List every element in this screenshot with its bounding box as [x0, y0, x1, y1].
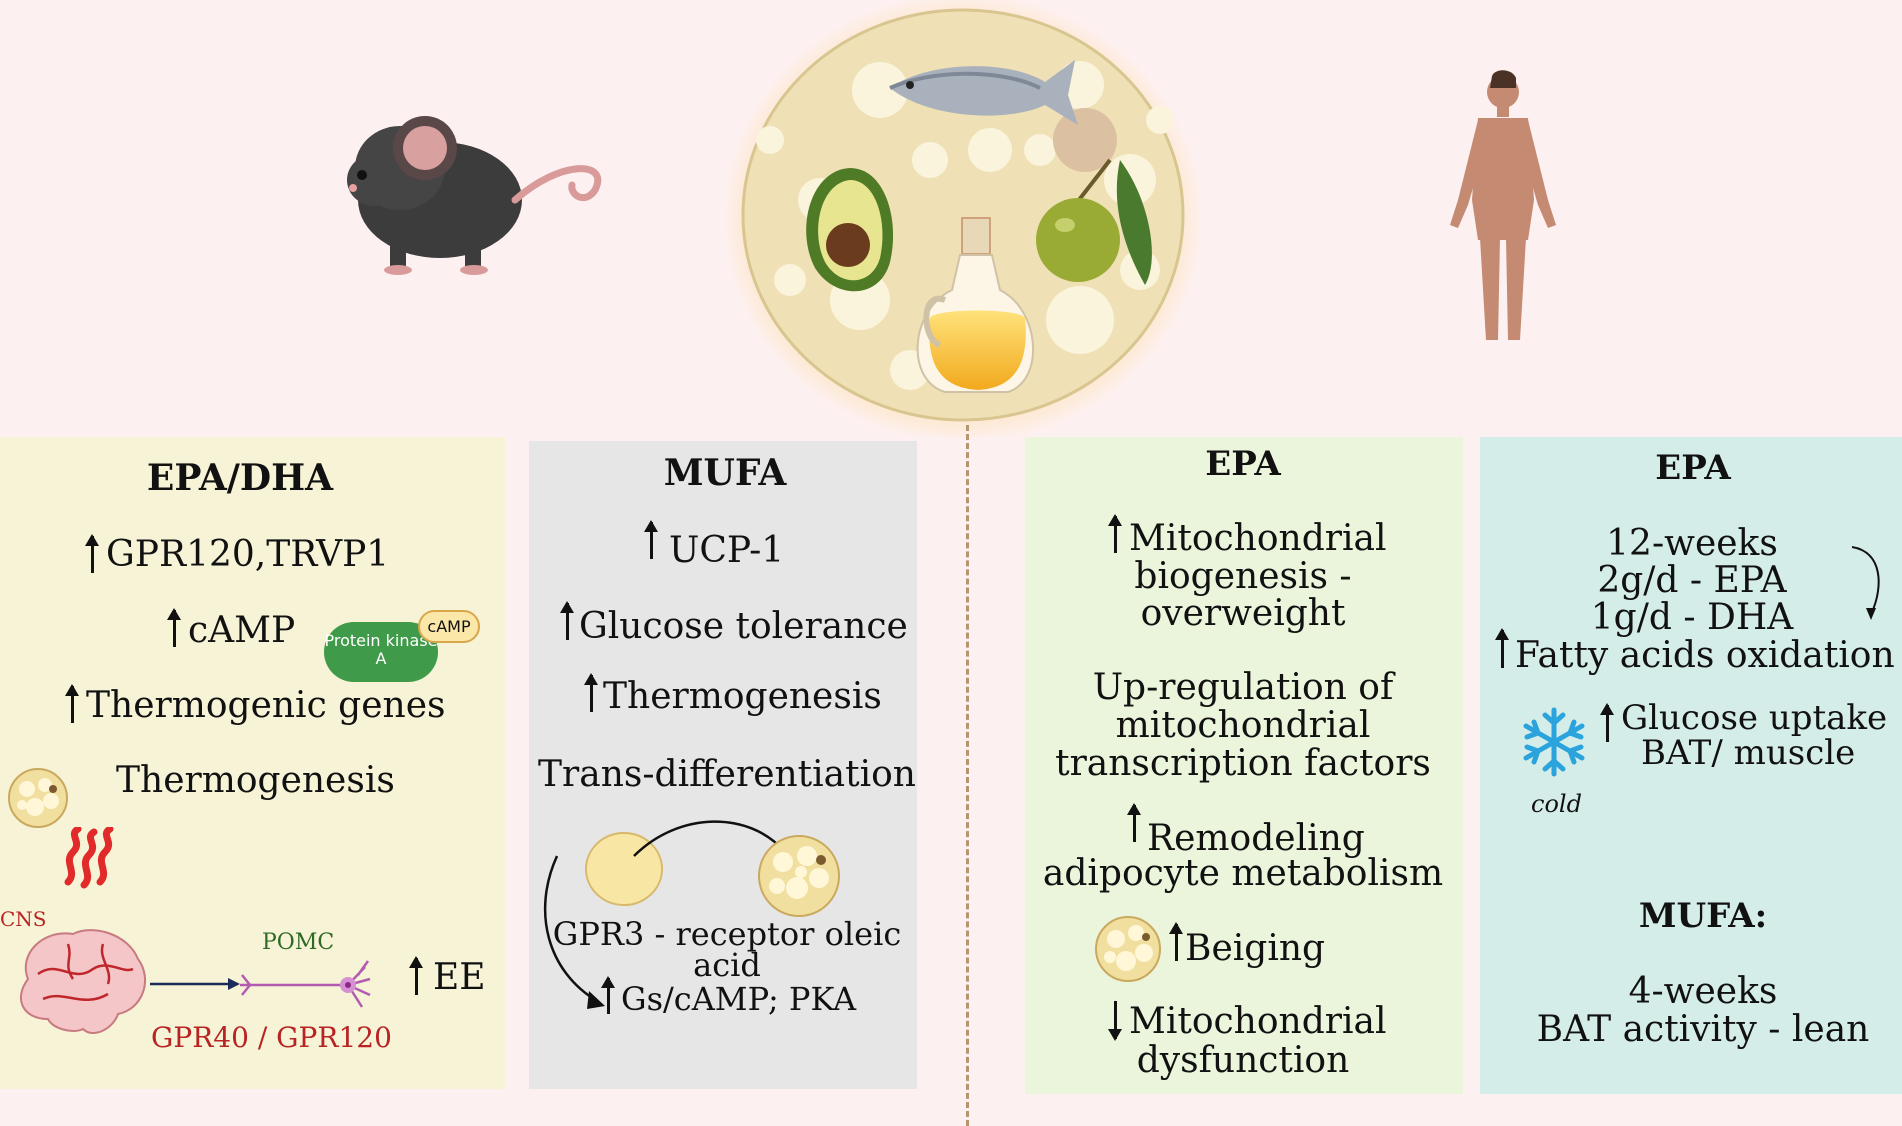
remodeling-line1: Remodeling [1147, 818, 1365, 859]
cns-label: CNS [0, 907, 47, 931]
brain-icon [19, 929, 147, 1034]
up-arrow-icon [560, 601, 574, 640]
glucose-uptake-line1: Glucose uptake [1621, 698, 1888, 738]
heat-waves-icon [64, 827, 114, 889]
protein-kinase-a-label: Protein kinase A [324, 631, 438, 669]
human-icon [1450, 70, 1556, 340]
mufa-title: MUFA: [1638, 896, 1768, 936]
up-arrow-icon [85, 534, 99, 573]
olive-icon [1036, 158, 1152, 285]
top-illustrations [347, 0, 1556, 437]
up-arrow-icon [167, 608, 181, 647]
protein-kinase-a-badge: Protein kinase A [324, 622, 438, 682]
cold-label: cold [1531, 790, 1582, 818]
up-arrow-icon [1600, 703, 1614, 742]
ucp1-label: UCP-1 [669, 530, 785, 571]
up-arrow-icon [1495, 628, 1509, 668]
mito-biogenesis-line2: biogenesis - [1134, 556, 1352, 597]
remodeling-line2: adipocyte metabolism [1042, 853, 1444, 894]
mufa-bat-label: BAT activity - lean [1536, 1009, 1870, 1050]
upregulation-line2: mitochondrial [1115, 705, 1371, 746]
glucose-uptake-line2: BAT/ muscle [1641, 733, 1856, 773]
thermogenesis-label: Thermogenesis [116, 760, 395, 801]
curved-arrow-icon [1851, 546, 1880, 620]
panel-epa-dha: EPA/DHA GPR120,TRVP1 cAMP Protein kinase… [0, 437, 505, 1089]
upregulation-line1: Up-regulation of [1092, 667, 1394, 708]
panel-epa-title: EPA [1205, 444, 1281, 484]
up-arrow-icon [1127, 803, 1141, 842]
mito-biogenesis-line3: overweight [1140, 593, 1346, 634]
upregulation-line3: transcription factors [1055, 743, 1431, 784]
white-adipocyte-icon [585, 832, 663, 906]
beiging-label: Beiging [1185, 928, 1326, 969]
up-arrow-icon [644, 520, 658, 559]
fatty-acids-oxidation-label: Fatty acids oxidation [1515, 635, 1895, 676]
gpr40-gpr120-label: GPR40 / GPR120 [151, 1021, 392, 1054]
up-arrow-icon [1169, 922, 1183, 961]
up-arrow-icon [1108, 514, 1122, 553]
ee-label: EE [433, 957, 486, 998]
beige-adipocyte-icon [758, 835, 840, 917]
snowflake-icon [1523, 707, 1585, 777]
up-arrow-icon [601, 976, 615, 1014]
up-arrow-icon [409, 956, 423, 995]
mito-dysfunction-line1: Mitochondrial [1129, 1001, 1387, 1042]
fish-icon [889, 60, 1078, 125]
brain-to-neuron-arrow [150, 978, 240, 990]
thermogenic-genes-label: Thermogenic genes [86, 685, 446, 726]
adipocyte-icon [8, 768, 68, 828]
camp-badge-label: cAMP [427, 617, 471, 636]
glucose-tolerance-label: Glucose tolerance [579, 606, 908, 647]
gs-camp-pka-label: Gs/cAMP; PKA [621, 980, 857, 1018]
avocado-icon [806, 168, 894, 292]
panel-epa-biogenesis: EPA Mitochondrial biogenesis - overweigh… [1025, 437, 1463, 1094]
panel-epa-clinical-title: EPA [1655, 448, 1731, 488]
mito-biogenesis-line1: Mitochondrial [1129, 518, 1387, 559]
panel-mufa: MUFA UCP-1 Glucose tolerance Thermogenes… [529, 441, 917, 1089]
up-arrow-icon [65, 684, 79, 723]
camp-badge: cAMP [418, 610, 480, 643]
curved-arrow-icon [544, 855, 605, 1009]
panel-epa-clinical: EPA 12-weeks 2g/d - EPA 1g/d - DHA Fatty… [1480, 437, 1902, 1094]
pomc-label: POMC [262, 930, 335, 955]
camp-label: cAMP [188, 610, 296, 651]
trans-differentiation-label: Trans-differentiation [538, 754, 916, 795]
up-arrow-icon [584, 673, 598, 712]
neuron-icon [240, 960, 371, 1008]
receptor-line2: acid [693, 946, 761, 984]
oil-bottle-icon [916, 217, 1035, 393]
down-arrow-icon [1108, 1001, 1122, 1041]
center-divider [966, 425, 969, 1126]
mito-dysfunction-line2: dysfunction [1136, 1040, 1350, 1081]
thermogenesis-label: Thermogenesis [603, 676, 882, 717]
dose-epa-label: 2g/d - EPA [1597, 560, 1787, 601]
receptor-line1: GPR3 - receptor oleic [552, 915, 902, 953]
mufa-weeks-label: 4-weeks [1628, 971, 1778, 1012]
dose-dha-label: 1g/d - DHA [1590, 597, 1794, 638]
mouse-icon [347, 116, 601, 275]
panel-epa-dha-title: EPA/DHA [146, 457, 334, 499]
panel-mufa-title: MUFA [663, 452, 787, 494]
adipocyte-icon [1095, 916, 1161, 982]
gpr120-trvp1-label: GPR120,TRVP1 [106, 534, 390, 575]
weeks-label: 12-weeks [1606, 523, 1778, 564]
